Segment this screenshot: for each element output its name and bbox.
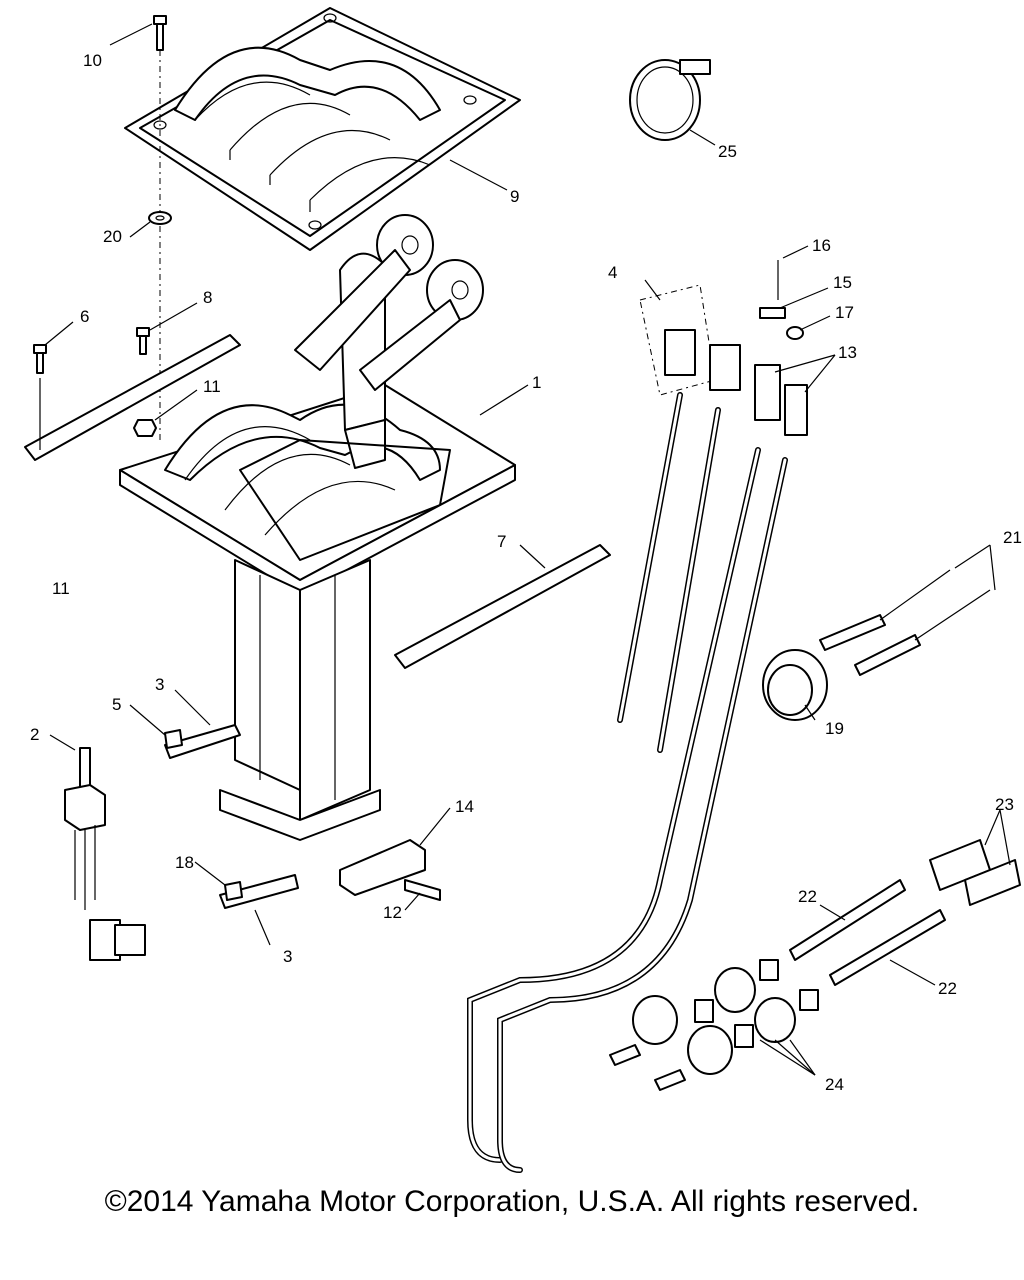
callout-22: 22	[798, 887, 817, 906]
callout-8: 8	[203, 288, 212, 307]
top-cover-part	[124, 7, 521, 251]
callout-10: 10	[83, 51, 102, 70]
callout-17: 17	[835, 303, 854, 322]
cable-fittings-part	[609, 839, 1021, 1091]
screw-part	[148, 15, 172, 440]
callout-5: 5	[112, 695, 121, 714]
callout-16: 16	[812, 236, 831, 255]
callout-22: 22	[938, 979, 957, 998]
callout-14: 14	[455, 797, 474, 816]
callout-12: 12	[383, 903, 402, 922]
brackets-part	[164, 724, 441, 909]
callout-19: 19	[825, 719, 844, 738]
callout-3: 3	[155, 675, 164, 694]
callout-15: 15	[833, 273, 852, 292]
callout-11: 11	[52, 579, 70, 598]
grommet-part	[629, 59, 991, 721]
callout-25: 25	[718, 142, 737, 161]
callout-23: 23	[995, 795, 1014, 814]
callout-7: 7	[497, 532, 506, 551]
callout-6: 6	[80, 307, 89, 326]
callout-labels: 1 2 3 3 3 4 5 6 7 8 9 10 11 11 12 13 14 …	[30, 51, 1022, 1094]
callout-11: 11	[203, 377, 221, 396]
leader-lines	[44, 23, 1011, 1076]
control-cables-part	[467, 392, 788, 1173]
strap-part	[394, 544, 611, 669]
control-housing-part	[119, 214, 516, 841]
callout-21: 21	[1003, 528, 1022, 547]
callout-20: 20	[103, 227, 122, 246]
callout-9: 9	[510, 187, 519, 206]
callout-2: 2	[30, 725, 39, 744]
callout-4: 4	[608, 263, 617, 282]
callout-24: 24	[825, 1075, 844, 1094]
neutral-switch-part	[64, 747, 146, 961]
fasteners-part	[24, 327, 241, 461]
copyright-notice: ©2014 Yamaha Motor Corporation, U.S.A. A…	[104, 1185, 920, 1218]
cable-clips-part	[639, 260, 808, 436]
callout-1: 1	[532, 373, 541, 392]
callout-18: 18	[175, 853, 194, 872]
callout-3: 3	[283, 947, 292, 966]
callout-13: 13	[838, 343, 857, 362]
